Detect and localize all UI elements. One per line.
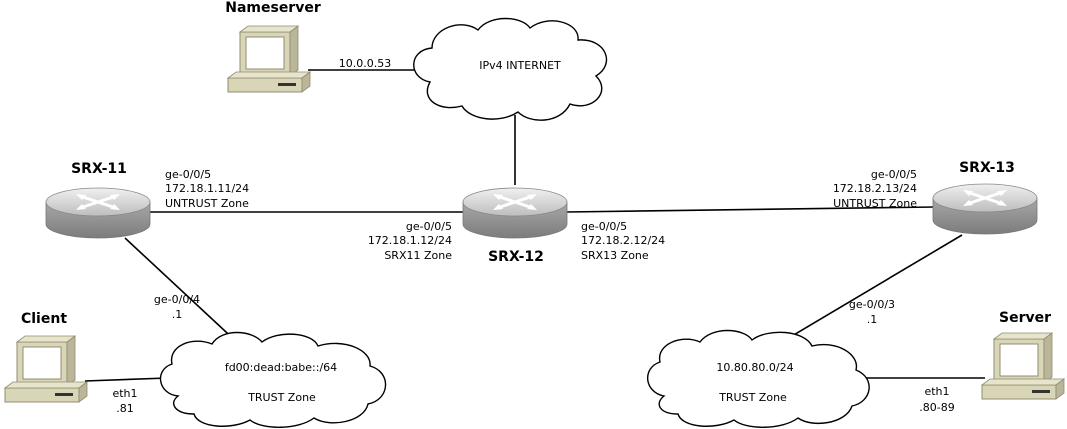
nameserver-title: Nameserver: [225, 0, 321, 16]
router-icon-srx13: [931, 182, 1039, 236]
client-net-prefix: fd00:dead:babe::/64: [225, 361, 337, 374]
nameserver-ip: 10.0.0.53: [339, 57, 391, 70]
srx12-left-ip: 172.18.1.12/24: [368, 234, 452, 247]
server-title: Server: [999, 310, 1051, 326]
server-net-prefix: 10.80.80.0/24: [716, 361, 793, 374]
client-title: Client: [21, 311, 67, 327]
srx13-untrust-ip: 172.18.2.13/24: [833, 182, 917, 195]
link-srx11-client-net: [124, 237, 241, 346]
srx11-untrust-zone: UNTRUST Zone: [165, 197, 249, 210]
internet-cloud: IPv4 INTERNET: [413, 17, 608, 121]
client-net-cloud: fd00:dead:babe::/64 TRUST Zone: [160, 331, 387, 428]
srx13-trust-ip: .1: [867, 313, 878, 326]
server-net-cloud: 10.80.80.0/24 TRUST Zone: [647, 329, 870, 428]
link-client-client-net: [84, 377, 169, 382]
srx11-trust-iface: ge-0/0/4: [154, 293, 200, 306]
link-srx12-srx13: [565, 206, 936, 213]
computer-icon-nameserver: [227, 25, 311, 93]
client-ip: .81: [116, 402, 134, 415]
srx12-right-ip: 172.18.2.12/24: [581, 234, 665, 247]
client-net-zone: TRUST Zone: [247, 391, 316, 404]
server-ip: .80-89: [919, 401, 954, 414]
server-net-zone: TRUST Zone: [718, 391, 787, 404]
srx12-left-zone: SRX11 Zone: [384, 249, 452, 262]
srx12-right-zone: SRX13 Zone: [581, 249, 649, 262]
srx11-trust-ip: .1: [172, 308, 183, 321]
srx13-trust-iface: ge-0/0/3: [849, 298, 895, 311]
srx13-untrust-iface: ge-0/0/5: [871, 168, 917, 181]
srx12-title: SRX-12: [488, 249, 544, 265]
srx13-untrust-zone: UNTRUST Zone: [833, 197, 917, 210]
router-icon-srx12: [461, 186, 569, 240]
srx11-untrust-ip: 172.18.1.11/24: [165, 182, 249, 195]
srx13-title: SRX-13: [959, 160, 1015, 176]
srx12-left-iface: ge-0/0/5: [406, 220, 452, 233]
internet-label: IPv4 INTERNET: [479, 59, 561, 72]
srx12-right-iface: ge-0/0/5: [581, 220, 627, 233]
srx11-untrust-iface: ge-0/0/5: [165, 168, 211, 181]
router-icon-srx11: [44, 186, 152, 240]
computer-icon-client: [4, 335, 88, 403]
server-iface: eth1: [924, 385, 949, 398]
computer-icon-server: [981, 332, 1065, 400]
srx11-title: SRX-11: [71, 161, 127, 177]
client-iface: eth1: [112, 387, 137, 400]
